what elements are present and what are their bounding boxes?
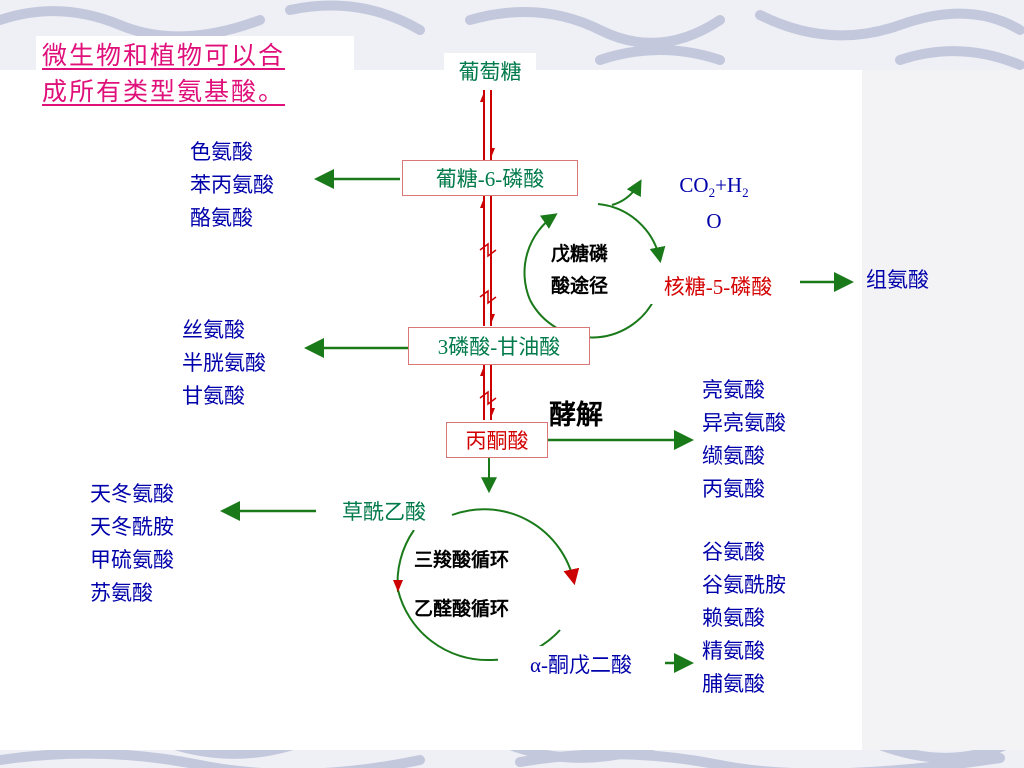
list-glutamate-family: 谷氨酸 谷氨酰胺 赖氨酸 精氨酸 脯氨酸 — [702, 536, 786, 701]
amino-acid-item: 甘氨酸 — [182, 384, 245, 408]
list-aspartate-family: 天冬氨酸 天冬酰胺 甲硫氨酸 苏氨酸 — [90, 478, 174, 610]
title-line-1: 微生物和植物可以合 — [42, 41, 286, 70]
amino-acid-item: 赖氨酸 — [702, 606, 765, 630]
node-co2-h2o: CO2+H2 O — [679, 172, 749, 234]
amino-acid-item: 异亮氨酸 — [702, 411, 786, 435]
list-serine-family: 丝氨酸 半胱氨酸 甘氨酸 — [182, 314, 266, 413]
label-glycolysis: 酵解 — [549, 400, 603, 431]
label-tca-cycle: 三羧酸循环 — [414, 549, 510, 571]
slide-right-margin — [862, 70, 1024, 750]
amino-acid-item: 半胱氨酸 — [182, 351, 266, 375]
node-glucose: 葡萄糖 — [444, 53, 536, 89]
amino-acid-item: 天冬氨酸 — [90, 482, 174, 506]
title-line-2: 成所有类型氨基酸。 — [42, 77, 286, 106]
node-ribose-5-phosphate: 核糖-5-磷酸 — [636, 268, 800, 304]
node-oxaloacetate: 草酰乙酸 — [318, 492, 450, 530]
node-3-phosphoglycerate: 3磷酸-甘油酸 — [408, 327, 590, 365]
list-pyruvate-family: 亮氨酸 异亮氨酸 缬氨酸 丙氨酸 — [702, 374, 786, 506]
amino-acid-item: 丙氨酸 — [702, 477, 765, 501]
amino-acid-item: 苏氨酸 — [90, 581, 153, 605]
list-aromatic-amino-acids: 色氨酸 苯丙氨酸 酪氨酸 — [190, 136, 274, 235]
amino-acid-item: 缬氨酸 — [702, 444, 765, 468]
amino-acid-item: 亮氨酸 — [702, 378, 765, 402]
amino-acid-item: 谷氨酸 — [702, 540, 765, 564]
slide-title: 微生物和植物可以合 成所有类型氨基酸。 — [36, 36, 354, 116]
amino-acid-item: 甲硫氨酸 — [90, 548, 174, 572]
amino-acid-item: 谷氨酰胺 — [702, 573, 786, 597]
amino-acid-item: 色氨酸 — [190, 140, 253, 164]
amino-acid-item: 苯丙氨酸 — [190, 173, 274, 197]
amino-acid-item: 脯氨酸 — [702, 672, 765, 696]
label-glyoxylate-cycle: 乙醛酸循环 — [414, 598, 510, 620]
amino-acid-item: 组氨酸 — [866, 268, 929, 292]
amino-acid-item: 精氨酸 — [702, 639, 765, 663]
node-glucose-6-phosphate: 葡糖-6-磷酸 — [402, 160, 578, 196]
amino-acid-item: 酪氨酸 — [190, 206, 253, 230]
amino-acid-item: 天冬酰胺 — [90, 515, 174, 539]
label-pentose-phosphate-pathway: 戊糖磷 酸途径 — [551, 243, 609, 297]
node-alpha-ketoglutarate: α-酮戊二酸 — [498, 646, 664, 682]
amino-acid-item: 丝氨酸 — [182, 318, 245, 342]
list-histidine: 组氨酸 — [866, 264, 929, 297]
node-pyruvate: 丙酮酸 — [446, 422, 548, 458]
